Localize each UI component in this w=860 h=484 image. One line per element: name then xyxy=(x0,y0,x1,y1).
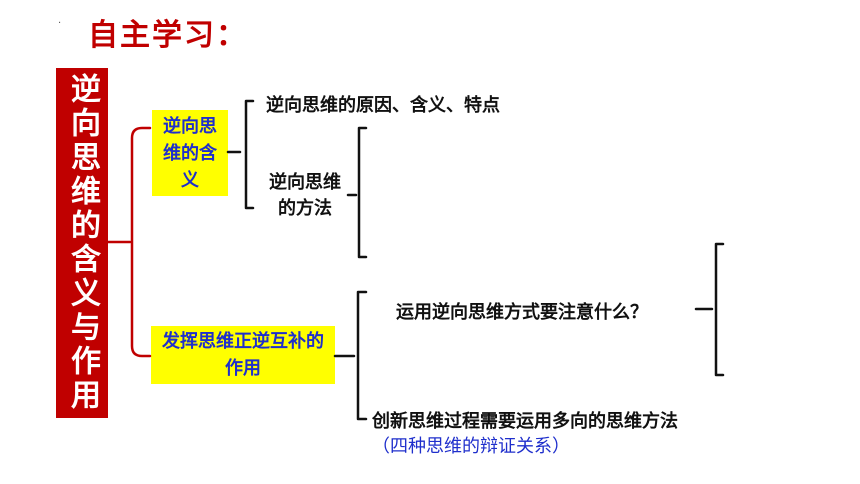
branch-node-complement: 发挥思维正逆互补的作用 xyxy=(151,326,335,384)
leaf-attention-question: 运用逆向思维方式要注意什么？ xyxy=(396,302,648,323)
leaf-causes-definition-features: 逆向思维的原因、含义、特点 xyxy=(266,95,500,116)
bracket-methods xyxy=(346,126,368,259)
bracket-attention xyxy=(694,242,725,377)
leaf-dialectical-note: （四种思维的辩证关系） xyxy=(372,436,570,457)
root-connector xyxy=(106,126,152,358)
branch-node-meaning: 逆向思维的含义 xyxy=(152,110,228,196)
page-title: 自主学习： xyxy=(88,18,248,53)
leaf-multidirectional-thinking: 创新思维过程需要运用多向的思维方法 xyxy=(372,411,678,432)
root-node: 逆向思维的含义与作用 xyxy=(56,68,108,418)
leaf-methods: 逆向思维的方法 xyxy=(269,172,341,219)
root-label: 逆向思维的含义与作用 xyxy=(65,73,100,413)
bracket-branch2 xyxy=(333,290,368,421)
decor-dot: · xyxy=(58,18,62,29)
bracket-branch1 xyxy=(226,99,255,210)
